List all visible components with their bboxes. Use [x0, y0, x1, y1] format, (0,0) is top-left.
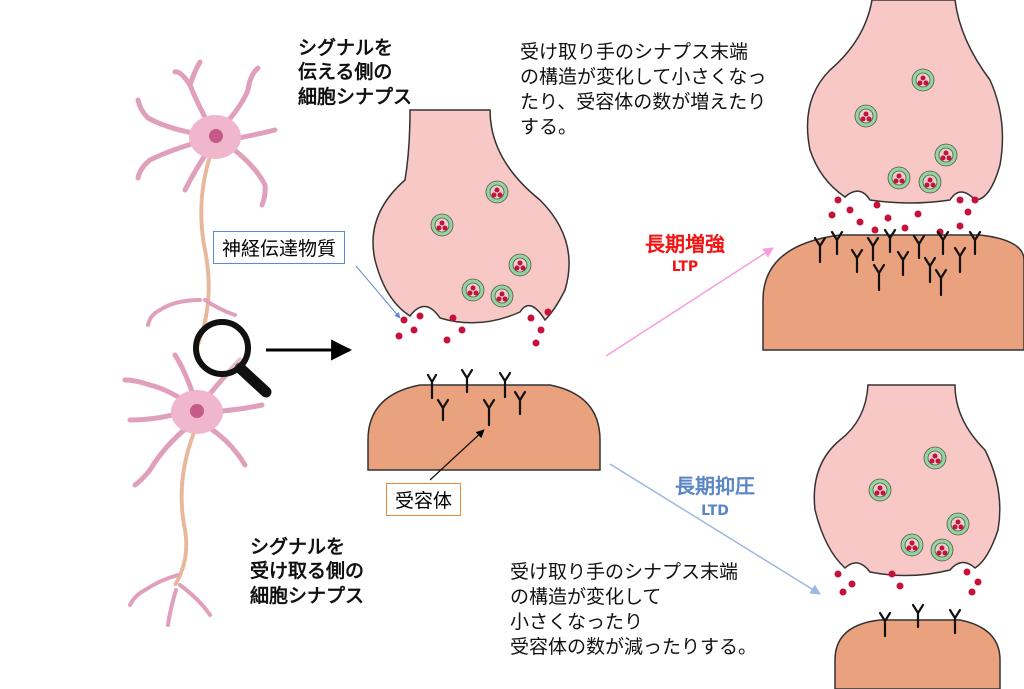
receptor-icon — [426, 368, 527, 427]
postsynaptic-terminal-ltd — [834, 619, 1001, 689]
postsynaptic-terminal-ltp — [762, 234, 1024, 351]
ltp-title: 長期増強 — [645, 232, 725, 256]
ltp-abbr: LTP — [671, 259, 699, 275]
ltd-abbr: LTD — [701, 503, 729, 519]
neurotransmitter-label: 神経伝達物質 — [213, 231, 346, 264]
ltp-note: 受け取り手のシナプス末端 の構造が変化して小さくなっ たり、受容体の数が増えたり… — [520, 41, 767, 139]
ltp-heading: 長期増強 LTP — [625, 228, 745, 275]
ltd-heading: 長期抑圧 LTD — [655, 470, 775, 519]
receptor-label: 受容体 — [386, 483, 462, 516]
magnifier-icon — [193, 319, 272, 398]
neurotransmitters-ltp — [828, 75, 979, 249]
neurotransmitters-ltd — [834, 453, 982, 596]
vesicles-ltp — [854, 68, 958, 194]
receiver-title: シグナルを 受け取る側の 細胞シナプス — [250, 536, 365, 607]
postsynaptic-terminal-center — [367, 384, 601, 471]
neurotransmitters-center — [395, 187, 552, 347]
receptor-icon — [813, 228, 982, 297]
receptor-icon — [878, 603, 962, 638]
sender-title: シグナルを 伝える側の 細胞シナプス — [298, 37, 413, 108]
ltd-title: 長期抑圧 — [675, 474, 755, 498]
ltd-note: 受け取り手のシナプス末端 の構造が変化して 小さくなったり 受容体の数が減ったり… — [510, 561, 758, 659]
